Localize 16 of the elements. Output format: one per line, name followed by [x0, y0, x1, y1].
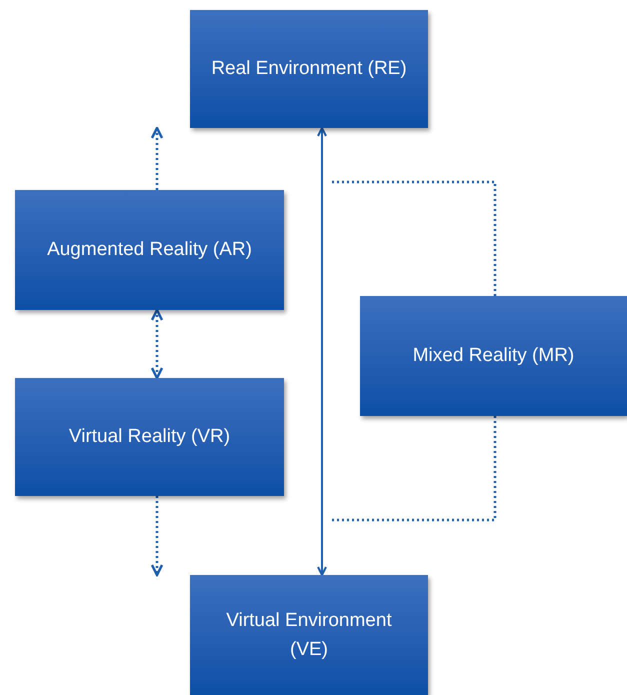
process-box: [190, 10, 428, 128]
box-label: Mixed Reality (MR): [412, 344, 574, 368]
connector-line: [331, 180, 496, 296]
process-box: [15, 190, 284, 310]
process-box: [190, 575, 428, 695]
arrow: [150, 496, 164, 576]
arrow: [150, 308, 164, 380]
box-label: Virtual Reality (VR): [68, 425, 230, 450]
box-label: Augmented Reality (AR): [47, 238, 252, 262]
process-box: [15, 378, 284, 496]
box-label: Virtual Environment (VE): [225, 608, 393, 662]
arrow: [317, 127, 327, 576]
connector-line: [331, 416, 496, 522]
arrow: [150, 126, 164, 190]
process-box: [360, 296, 627, 416]
box-label: Real Environment (RE): [211, 57, 407, 82]
